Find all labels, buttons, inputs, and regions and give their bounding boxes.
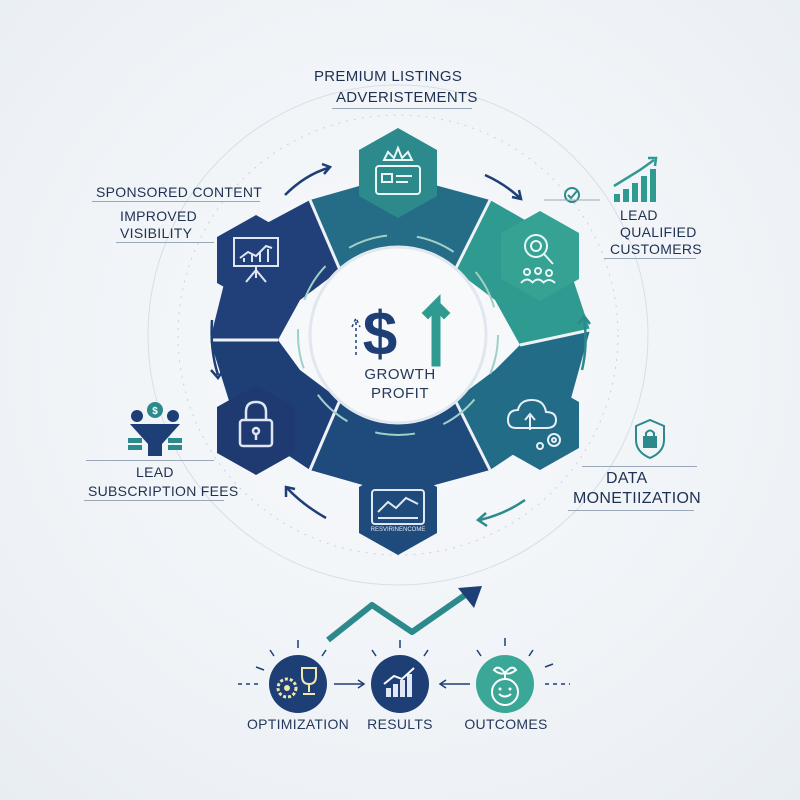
- rule-advertisements: [332, 108, 472, 109]
- hex-subscription-fees: [217, 385, 295, 475]
- bar-chart-icon: [371, 655, 429, 713]
- label-lead: LEAD: [620, 207, 658, 223]
- check-icon: [544, 187, 600, 203]
- cycle-arrows: [210, 162, 591, 528]
- rising-bars-icon: [613, 156, 658, 202]
- hex-premium-listings: [359, 128, 437, 218]
- rule-lead-sub: [86, 460, 214, 461]
- svg-text:$: $: [363, 300, 397, 369]
- label-sponsored-content: SPONSORED CONTENT: [96, 184, 263, 200]
- label-data: DATA: [606, 470, 648, 487]
- center-growth: GROWTH: [364, 366, 436, 383]
- rule-customers: [604, 258, 696, 259]
- label-optimization: OPTIMIZATION: [246, 716, 350, 732]
- sparkle-rays: [255, 638, 554, 671]
- label-qualified: QUALIFIED: [620, 224, 697, 240]
- target-search-icon: [520, 234, 556, 284]
- hex-data-monetization: [501, 380, 579, 470]
- rule-data: [582, 466, 697, 467]
- svg-text:$: $: [152, 406, 158, 417]
- presentation-chart-icon: [233, 237, 279, 283]
- cloud-gear-icon: [506, 398, 561, 450]
- label-monetization: MONETIIZATION: [573, 490, 702, 507]
- label-lead-sub: LEAD: [136, 464, 174, 480]
- funnel-people-icon: $: [128, 402, 182, 456]
- label-subscription-fees: SUBSCRIPTION FEES: [88, 483, 239, 499]
- hex-results-income: [359, 465, 437, 555]
- rule-visibility: [116, 242, 214, 243]
- label-advertisements: ADVERISTEMENTS: [336, 89, 478, 106]
- lock-icon: [238, 400, 274, 448]
- label-outcomes: OUTCOMES: [464, 716, 548, 732]
- gear-trophy-icon: [269, 655, 327, 713]
- dollar-arrow-icon: $: [351, 294, 451, 369]
- label-improved: IMPROVED: [120, 208, 198, 224]
- rule-subscription: [84, 500, 224, 501]
- trend-arrow: [326, 586, 482, 643]
- shield-lock-icon: [635, 418, 665, 460]
- label-results: RESULTS: [367, 716, 433, 732]
- screen-text: RESVIRINENCOME: [371, 527, 426, 533]
- label-premium-listings: PREMIUM LISTINGS: [314, 68, 463, 85]
- bottom-connectors: [238, 679, 570, 689]
- center-profit: PROFIT: [371, 385, 429, 402]
- crown-card-icon: [375, 145, 421, 195]
- label-visibility: VISIBILITY: [120, 225, 193, 241]
- center-circle: [308, 245, 488, 425]
- rule-sponsored: [92, 201, 260, 202]
- chart-card-icon: [371, 489, 425, 525]
- rule-monetization: [568, 510, 694, 511]
- sprout-face-icon: [476, 655, 534, 713]
- label-customers: CUSTOMERS: [610, 241, 702, 257]
